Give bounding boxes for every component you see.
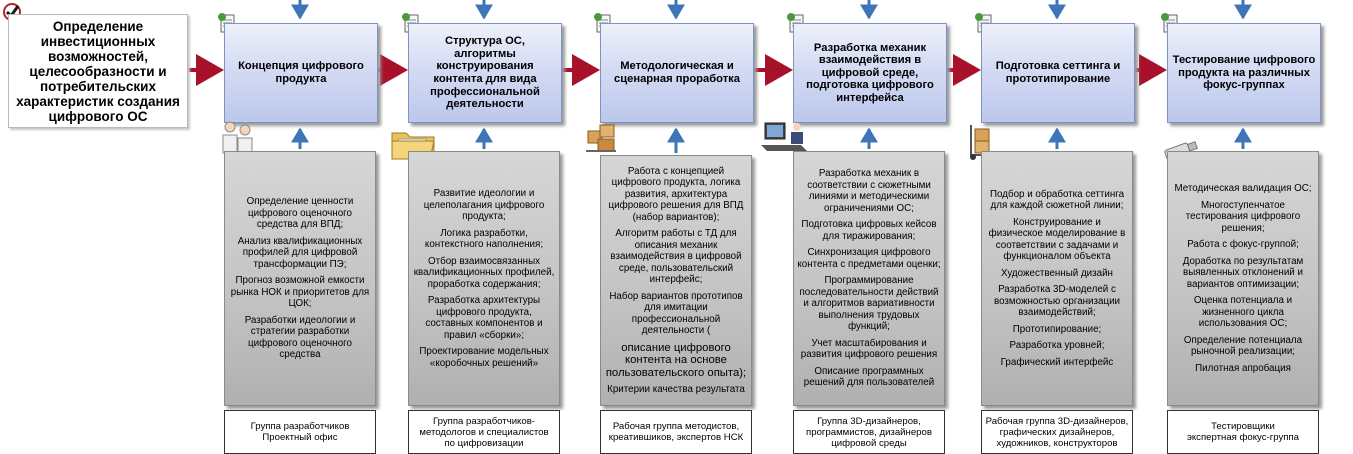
- stage-title: Разработка механик взаимодействия в цифр…: [806, 41, 934, 104]
- activity-item: Описание программных решений для пользов…: [803, 365, 935, 389]
- activity-item: Набор вариантов прототипов для имитации …: [609, 290, 743, 337]
- activity-item: Работа с концепцией цифрового продукта, …: [608, 165, 744, 223]
- activities-box: Развитие идеологии и целеполагания цифро…: [408, 151, 560, 406]
- activity-item: Разработка механик в соответствии с сюже…: [807, 168, 931, 214]
- activity-item: Подготовка цифровых кейсов для тиражиров…: [801, 219, 937, 242]
- team-text: Тестировщики экспертная фокус-группа: [1186, 421, 1299, 443]
- stage-box: Концепция цифрового продукта: [224, 23, 378, 123]
- team-box: Рабочая группа методистов, креатившиков,…: [600, 410, 752, 454]
- team-box: Группа разработчиков- методологов и спец…: [408, 410, 560, 454]
- activity-item: Учет масштабирования и развития цифровог…: [800, 337, 938, 361]
- stage-title: Подготовка сеттинга и прототипирование: [995, 60, 1121, 85]
- activity-item: Графический интерфейс: [1000, 356, 1114, 368]
- activity-item: Проектирование модельных «коробочных реш…: [419, 346, 549, 369]
- team-box: Группа разработчиков Проектный офис: [224, 410, 376, 454]
- team-text: Группа разработчиков Проектный офис: [250, 421, 350, 443]
- activity-item: Программирование последовательности дейс…: [799, 275, 939, 333]
- activity-item: Определение ценности цифрового оценочног…: [246, 196, 354, 231]
- activity-item: Прототипирование;: [1012, 323, 1102, 335]
- activity-item: Синхронизация цифрового контента с предм…: [797, 247, 941, 270]
- activities-box: Определение ценности цифрового оценочног…: [224, 151, 376, 406]
- activities-box: Методическая валидация ОС; Многоступенчат…: [1167, 151, 1319, 406]
- activity-item: Определение потенциала рыночной реализац…: [1183, 334, 1303, 358]
- activity-item: Доработка по результатам выявленных откл…: [1182, 255, 1304, 290]
- activity-item: Разработка архитектуры цифрового продукт…: [425, 295, 543, 341]
- team-box: Рабочая группа 3D-дизайнеров, графически…: [981, 410, 1133, 454]
- activity-item: Разработка 3D-моделей с возможностью орг…: [993, 284, 1121, 319]
- computer-user-icon: [761, 119, 813, 157]
- activity-item: Критерии качества результата: [607, 384, 745, 395]
- stage-box: Подготовка сеттинга и прототипирование: [981, 23, 1135, 123]
- stage-title: Тестирование цифрового продукта на разли…: [1172, 54, 1316, 92]
- activity-item: Отбор взаимосвязанных квалификационных п…: [413, 255, 555, 290]
- hand-truck-icon: [963, 123, 999, 161]
- stage-title: Структура ОС, алгоритмы конструирования …: [430, 35, 540, 111]
- team-box: Группа 3D-дизайнеров, программистов, диз…: [793, 410, 945, 454]
- stage-title: Концепция цифрового продукта: [238, 60, 364, 85]
- activities-box: Разработка механик в соответствии с сюже…: [793, 151, 945, 406]
- activity-item: Оценка потенциала и жизненного цикла исп…: [1193, 295, 1293, 329]
- team-box: Тестировщики экспертная фокус-группа: [1167, 410, 1319, 454]
- activity-item: Логика разработки, контекстного наполнен…: [424, 227, 544, 251]
- activity-item: Разработки идеологии и стратегии разрабо…: [244, 314, 356, 361]
- team-text: Рабочая группа методистов, креатившиков,…: [608, 421, 744, 443]
- team-text: Рабочая группа 3D-дизайнеров, графически…: [985, 415, 1129, 449]
- stage-box: Структура ОС, алгоритмы конструирования …: [408, 23, 562, 123]
- activity-item: Конструирование и физическое моделирован…: [988, 216, 1126, 263]
- activity-item: описание цифрового контента на основе по…: [605, 341, 747, 379]
- activity-item: Методическая валидация ОС;: [1174, 183, 1312, 194]
- activities-box: Работа с концепцией цифрового продукта, …: [600, 155, 752, 406]
- start-box: Определение инвестиционных возможностей,…: [8, 14, 188, 128]
- stage-box: Тестирование цифрового продукта на разли…: [1167, 23, 1321, 123]
- activity-item: Работа с фокус-группой;: [1187, 239, 1299, 250]
- activity-item: Подбор и обработка сеттинга для каждой с…: [989, 188, 1125, 212]
- activity-item: Разработка уровней;: [1009, 340, 1105, 352]
- activity-item: Пилотная апробация: [1195, 362, 1291, 374]
- start-text: Определение инвестиционных возможностей,…: [16, 18, 180, 124]
- stage-box: Разработка механик взаимодействия в цифр…: [793, 23, 947, 123]
- activity-item: Прогноз возможной емкости рынка НОК и пр…: [230, 275, 370, 310]
- activity-item: Развитие идеологии и целеполагания цифро…: [423, 188, 545, 222]
- team-text: Группа разработчиков- методологов и спец…: [419, 415, 549, 449]
- activity-item: Художественный дизайн: [1001, 267, 1113, 279]
- activities-box: Подбор и обработка сеттинга для каждой с…: [981, 151, 1133, 406]
- activity-item: Анализ квалификационных профилей для циф…: [237, 235, 363, 270]
- stage-title: Методологическая и сценарная проработка: [614, 60, 740, 85]
- folder-icon: [390, 127, 436, 161]
- boxes-icon: [584, 119, 620, 155]
- stage-box: Методологическая и сценарная проработка: [600, 23, 754, 123]
- team-text: Группа 3D-дизайнеров, программистов, диз…: [806, 415, 932, 449]
- activity-item: Алгоритм работы с ТД для описания механи…: [610, 228, 742, 285]
- activity-item: Многоступенчатое тестирования цифрового …: [1185, 199, 1301, 234]
